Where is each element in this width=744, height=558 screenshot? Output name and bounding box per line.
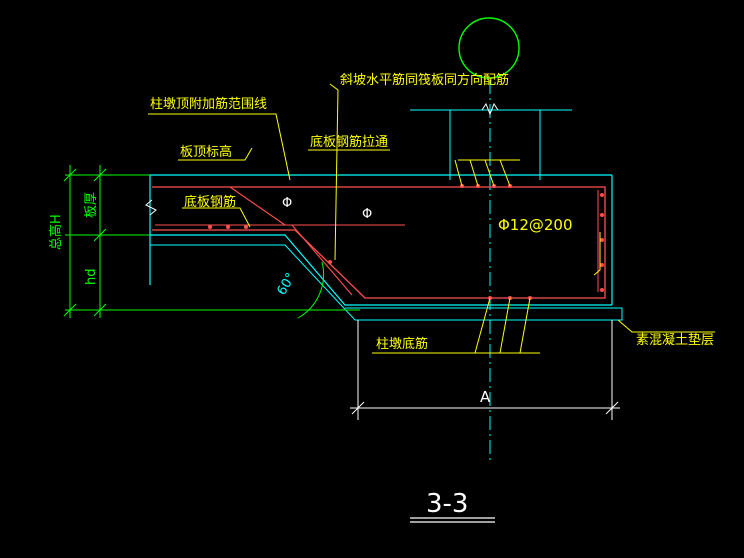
label-total-height: 总高H <box>48 214 64 250</box>
diameter-symbol-left: Φ <box>282 196 292 211</box>
label-pier-height: hd <box>84 269 99 286</box>
label-angle: 60° <box>274 271 299 298</box>
break-symbol-left <box>145 199 157 216</box>
label-pier-top-range: 柱墩顶附加筋范围线 <box>150 96 267 112</box>
rebar-dots <box>208 184 604 300</box>
label-slab-top-elevation: 板顶标高 <box>180 144 232 160</box>
dimension-lines <box>63 165 360 319</box>
label-slab-bottom-bar: 底板钢筋 <box>184 194 236 210</box>
label-bottom-bar-pull-through: 底板钢筋拉通 <box>310 134 388 150</box>
label-rebar-spec: Φ12@200 <box>498 216 573 234</box>
leader-lines <box>148 83 715 354</box>
cushion-outline <box>150 244 623 321</box>
label-dimension-a: A <box>480 388 491 406</box>
label-slab-thickness: 板厚 <box>84 192 99 218</box>
dimension-a-lines <box>350 320 620 420</box>
label-concrete-cushion: 素混凝土垫层 <box>636 332 714 348</box>
label-slope-horizontal-bar: 斜坡水平筋同筏板同方向配筋 <box>340 72 509 88</box>
diameter-symbol-right: Φ <box>362 207 372 222</box>
break-symbol-top <box>481 102 499 116</box>
column-circle <box>458 17 520 79</box>
slab-bottom-outline <box>150 234 612 306</box>
drawing-title: 3-3 <box>426 489 468 519</box>
slope-top-rebar <box>229 186 286 226</box>
label-pier-bottom-bar: 柱墩底筋 <box>376 336 428 352</box>
slab-bottom-rebar <box>152 186 606 299</box>
